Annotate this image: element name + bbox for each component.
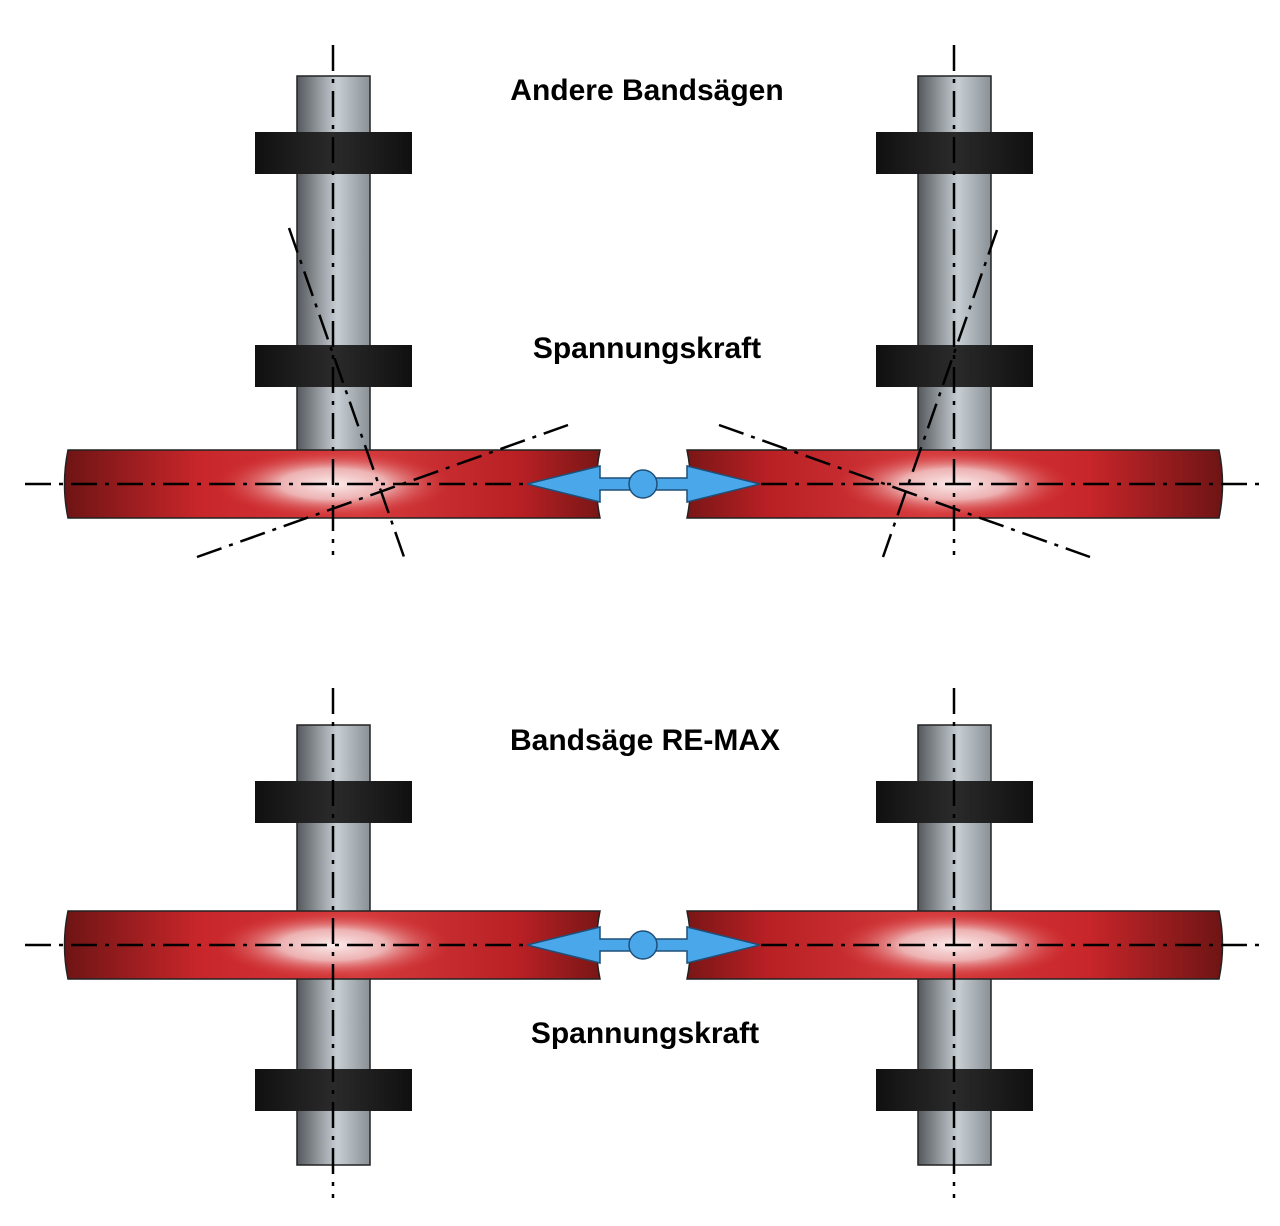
top-panel: Andere Bandsägen Spannungskraft: [25, 45, 1262, 559]
bottom-tension-arrow: [526, 926, 761, 964]
top-tension-arrow: [526, 465, 761, 503]
top-title: Andere Bandsägen: [510, 74, 783, 107]
bottom-panel: Bandsäge RE-MAX Spannungskraft: [25, 688, 1262, 1198]
top-force-label: Spannungskraft: [533, 332, 761, 365]
bottom-force-label: Spannungskraft: [531, 1017, 759, 1050]
bottom-title: Bandsäge RE-MAX: [510, 724, 780, 757]
bottom-left-wheel: [63, 910, 601, 980]
